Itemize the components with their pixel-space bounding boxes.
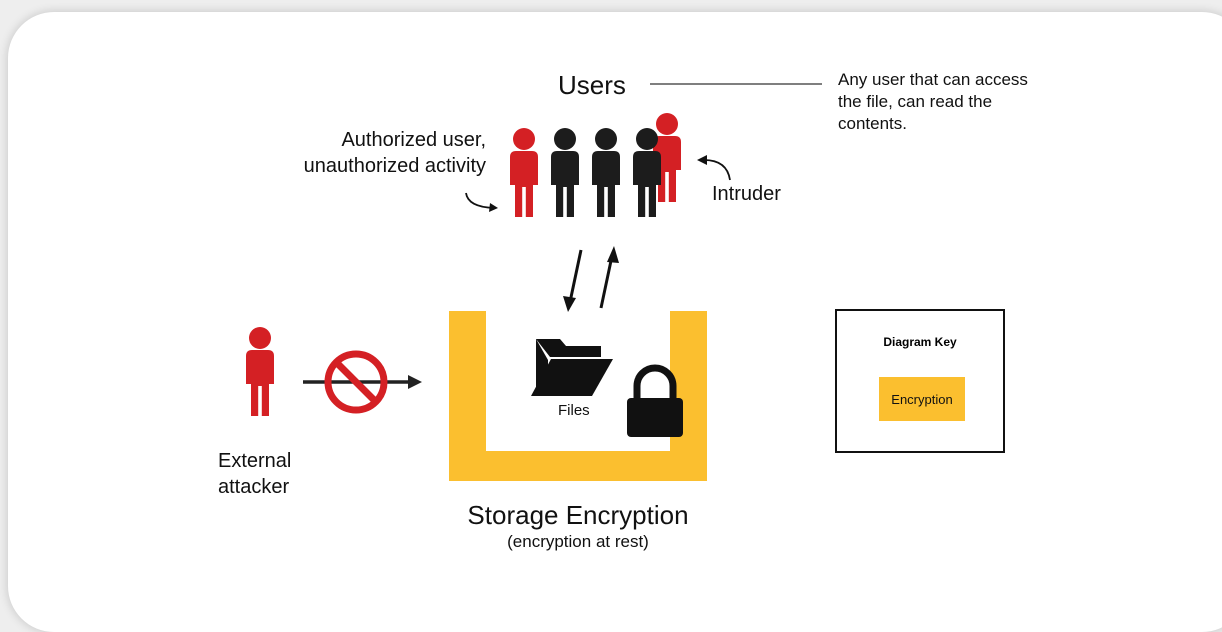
intruder-pointer-arrow [703, 159, 731, 181]
authorized-user-person-icon [510, 128, 538, 217]
user-group [510, 113, 681, 217]
users-title: Users [558, 70, 626, 100]
users-note: Any user that can access the file, can r… [838, 70, 1028, 133]
access-arrows [563, 246, 619, 312]
prohibited-icon [324, 350, 388, 414]
intruder-label: Intruder [712, 183, 781, 205]
files-label: Files [558, 402, 590, 419]
folder-icon [531, 339, 613, 396]
diagram-key-title: Diagram Key [883, 335, 957, 349]
user-person-icon [633, 128, 661, 217]
diagram-card [8, 12, 1222, 632]
storage-encryption-subtitle: (encryption at rest) [507, 532, 649, 551]
padlock-icon [627, 364, 683, 437]
user-person-icon [592, 128, 620, 217]
external-attacker-label: External attacker [218, 450, 292, 498]
encryption-key-label: Encryption [891, 391, 953, 407]
authorized-user-label: Authorized user, unauthorized activity [303, 129, 486, 177]
user-person-icon [551, 128, 579, 217]
storage-encryption-diagram [246, 83, 822, 481]
diagram-key: Diagram Key Encryption [835, 309, 1005, 453]
encryption-key-swatch: Encryption [879, 377, 965, 421]
storage-encryption-title: Storage Encryption [467, 500, 689, 530]
external-attacker-person-icon [246, 327, 274, 416]
encryption-container [449, 311, 707, 481]
